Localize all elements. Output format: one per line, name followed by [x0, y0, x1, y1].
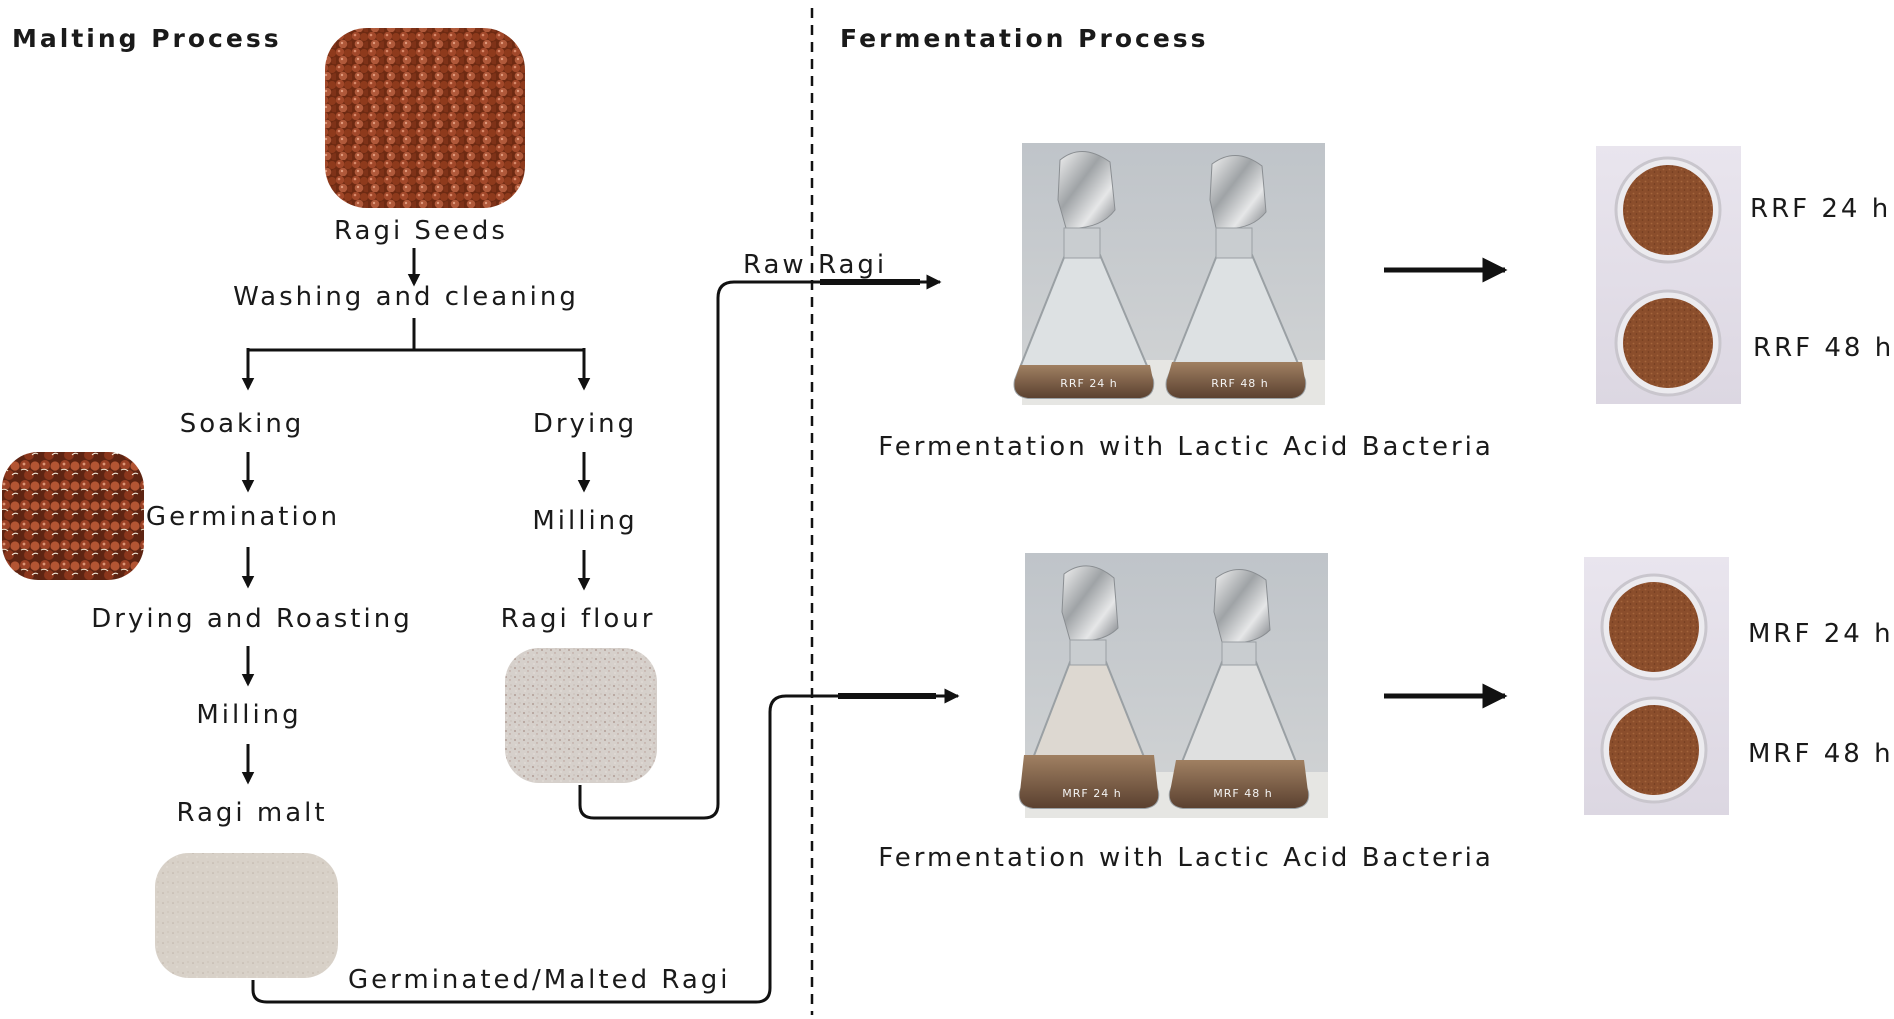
- bottom-flask-label-1: MRF 24 h: [1062, 787, 1121, 800]
- raw-ragi-route: [578, 274, 942, 820]
- germinated-seeds-image: [2, 452, 144, 580]
- top-product-photo: [1596, 146, 1741, 404]
- ragi-seeds-image: [325, 28, 525, 208]
- bottom-fermentation-caption: Fermentation with Lactic Acid Bacteria: [878, 843, 1494, 873]
- top-fermentation-caption: Fermentation with Lactic Acid Bacteria: [878, 432, 1494, 462]
- ragi-flour-image: [505, 648, 657, 783]
- raw-ragi-label: Raw Ragi: [743, 250, 888, 280]
- malting-header: Malting Process: [12, 24, 282, 53]
- top-flask-photo: [1013, 143, 1325, 405]
- malted-ragi-route: [251, 688, 960, 1004]
- ragi-flour-label: Ragi flour: [500, 604, 656, 634]
- top-product-label-2: RRF 48 h: [1753, 333, 1894, 363]
- bottom-flask-label-2: MRF 48 h: [1213, 787, 1272, 800]
- bottom-flask-photo: [1018, 553, 1328, 818]
- malting-flow-lines: [241, 248, 591, 785]
- fermentation-header: Fermentation Process: [840, 24, 1209, 53]
- ragi-seeds-label: Ragi Seeds: [334, 216, 508, 246]
- milling-left-label: Milling: [196, 700, 302, 730]
- bottom-product-label-2: MRF 48 h: [1748, 739, 1894, 769]
- top-flask-label-2: RRF 48 h: [1211, 377, 1269, 390]
- top-product-label-1: RRF 24 h: [1750, 194, 1892, 224]
- milling-right-label: Milling: [532, 506, 638, 536]
- malted-ragi-label: Germinated/Malted Ragi: [348, 965, 731, 995]
- bottom-product-photo: [1584, 557, 1729, 815]
- drying-label: Drying: [532, 409, 638, 439]
- washing-label: Washing and cleaning: [233, 282, 579, 312]
- top-flask-label-1: RRF 24 h: [1060, 377, 1118, 390]
- soaking-label: Soaking: [179, 409, 305, 439]
- germination-label: Germination: [145, 502, 341, 532]
- ragi-malt-image: [155, 853, 338, 978]
- bottom-product-label-1: MRF 24 h: [1748, 619, 1894, 649]
- drying-roasting-label: Drying and Roasting: [91, 604, 413, 634]
- ragi-malt-label: Ragi malt: [176, 798, 328, 828]
